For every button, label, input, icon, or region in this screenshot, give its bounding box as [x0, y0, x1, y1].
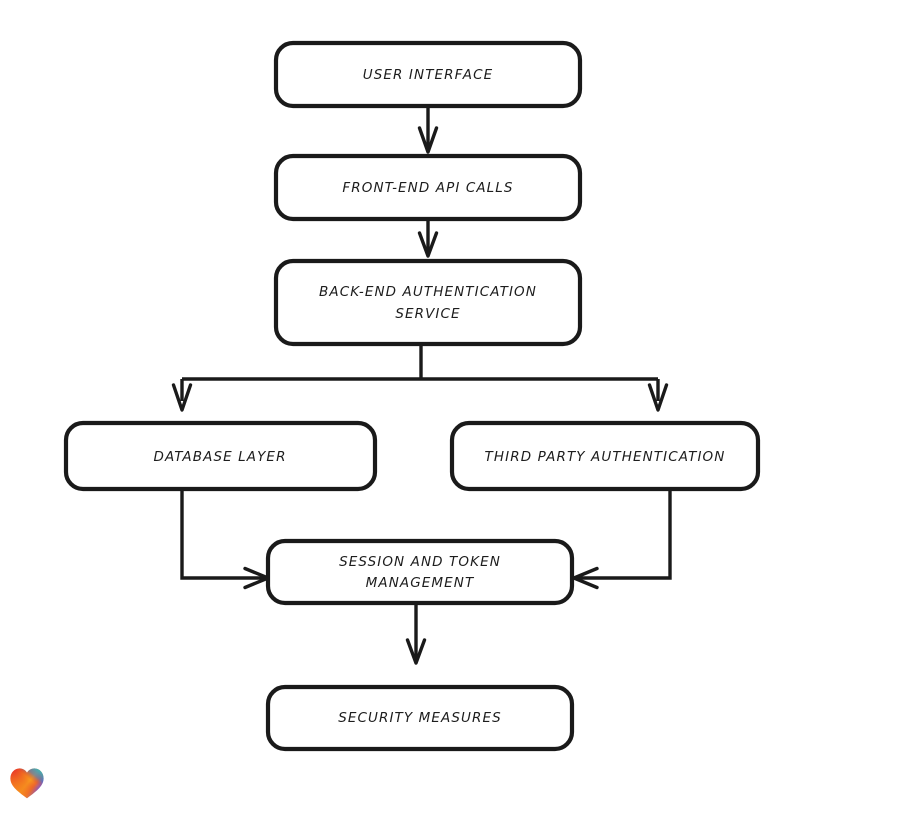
node-backend-auth-service-label-line1: BACK-END AUTHENTICATION: [319, 284, 537, 300]
edge-frontend-api-calls-to-backend-auth-service: [417, 219, 439, 258]
node-frontend-api-calls[interactable]: FRONT-END API CALLS: [273, 153, 583, 222]
node-third-party-auth-shape: [449, 420, 761, 492]
node-session-token-mgmt[interactable]: SESSION AND TOKEN MANAGEMENT: [265, 538, 575, 606]
node-session-token-mgmt-label-line2: MANAGEMENT: [366, 575, 475, 591]
node-backend-auth-service-label-line2: SERVICE: [395, 306, 460, 322]
edge-backend-auth-service-branch: [171, 344, 669, 412]
node-third-party-auth-label: THIRD PARTY AUTHENTICATION: [485, 449, 726, 465]
node-user-interface[interactable]: USER INTERFACE: [273, 40, 583, 109]
node-backend-auth-service[interactable]: BACK-END AUTHENTICATION SERVICE: [273, 258, 583, 347]
node-security-measures-label: SECURITY MEASURES: [338, 710, 502, 726]
node-database-layer[interactable]: DATABASE LAYER: [63, 420, 378, 492]
node-frontend-api-calls-shape: [273, 153, 583, 222]
edge-user-interface-to-frontend-api-calls: [417, 106, 439, 154]
node-security-measures[interactable]: SECURITY MEASURES: [265, 684, 575, 752]
node-session-token-mgmt-label-line1: SESSION AND TOKEN: [339, 554, 501, 570]
edge-session-token-mgmt-to-security-measures: [405, 603, 427, 665]
node-database-layer-shape: [63, 420, 378, 492]
heart-icon: [10, 768, 44, 799]
edge-database-layer-to-session-token-mgmt: [180, 489, 270, 590]
node-user-interface-shape: [273, 40, 583, 109]
node-backend-auth-service-shape: [273, 258, 583, 347]
node-session-token-mgmt-shape: [265, 538, 575, 606]
node-frontend-api-calls-label: FRONT-END API CALLS: [342, 180, 513, 196]
node-user-interface-label: USER INTERFACE: [363, 67, 493, 83]
node-database-layer-label: DATABASE LAYER: [153, 449, 286, 465]
node-third-party-auth[interactable]: THIRD PARTY AUTHENTICATION: [449, 420, 761, 492]
heart-icon-container[interactable]: [9, 766, 45, 800]
edge-third-party-auth-to-session-token-mgmt: [572, 489, 672, 590]
node-security-measures-shape: [265, 684, 575, 752]
